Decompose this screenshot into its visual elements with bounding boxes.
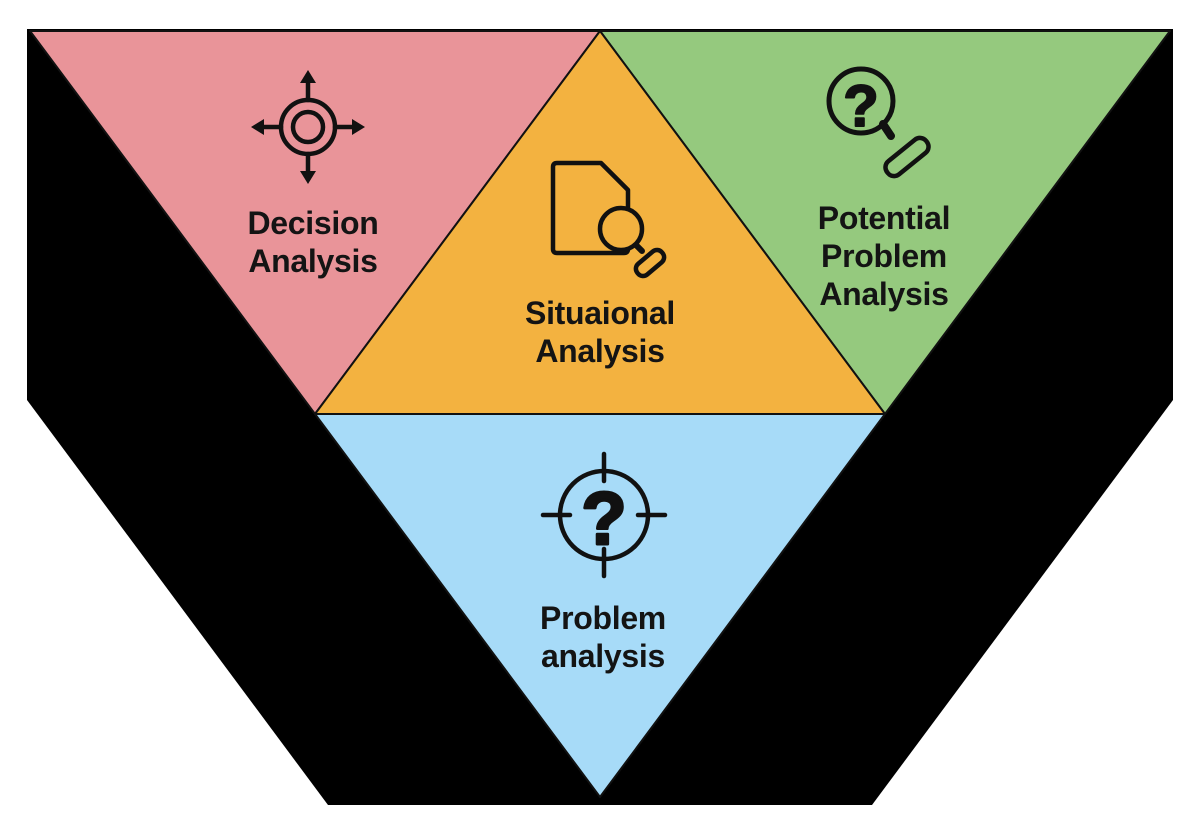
svg-text:?: ? [581, 477, 626, 560]
problem-analysis-triangle [314, 413, 886, 798]
move-arrows-icon [251, 70, 365, 184]
situational-analysis-label: Situaional Analysis [440, 294, 760, 370]
label-line: Potential [817, 200, 951, 236]
label-line: Analysis [535, 333, 665, 369]
label-line: analysis [541, 638, 665, 674]
label-line: Analysis [819, 276, 949, 312]
label-line: Analysis [248, 243, 378, 279]
decision-analysis-label: Decision Analysis [153, 204, 473, 280]
svg-text:?: ? [843, 74, 878, 139]
label-line: Situaional [525, 295, 675, 331]
document-magnifier-icon [550, 160, 667, 279]
problem-analysis-label: Problem analysis [443, 599, 763, 675]
potential-problem-analysis-label: Potential Problem Analysis [724, 199, 1044, 313]
label-line: Decision [247, 205, 379, 241]
magnifier-question-icon: ? [826, 66, 931, 179]
target-question-icon: ? [540, 451, 668, 579]
label-line: Problem [540, 600, 666, 636]
label-line: Problem [821, 238, 947, 274]
